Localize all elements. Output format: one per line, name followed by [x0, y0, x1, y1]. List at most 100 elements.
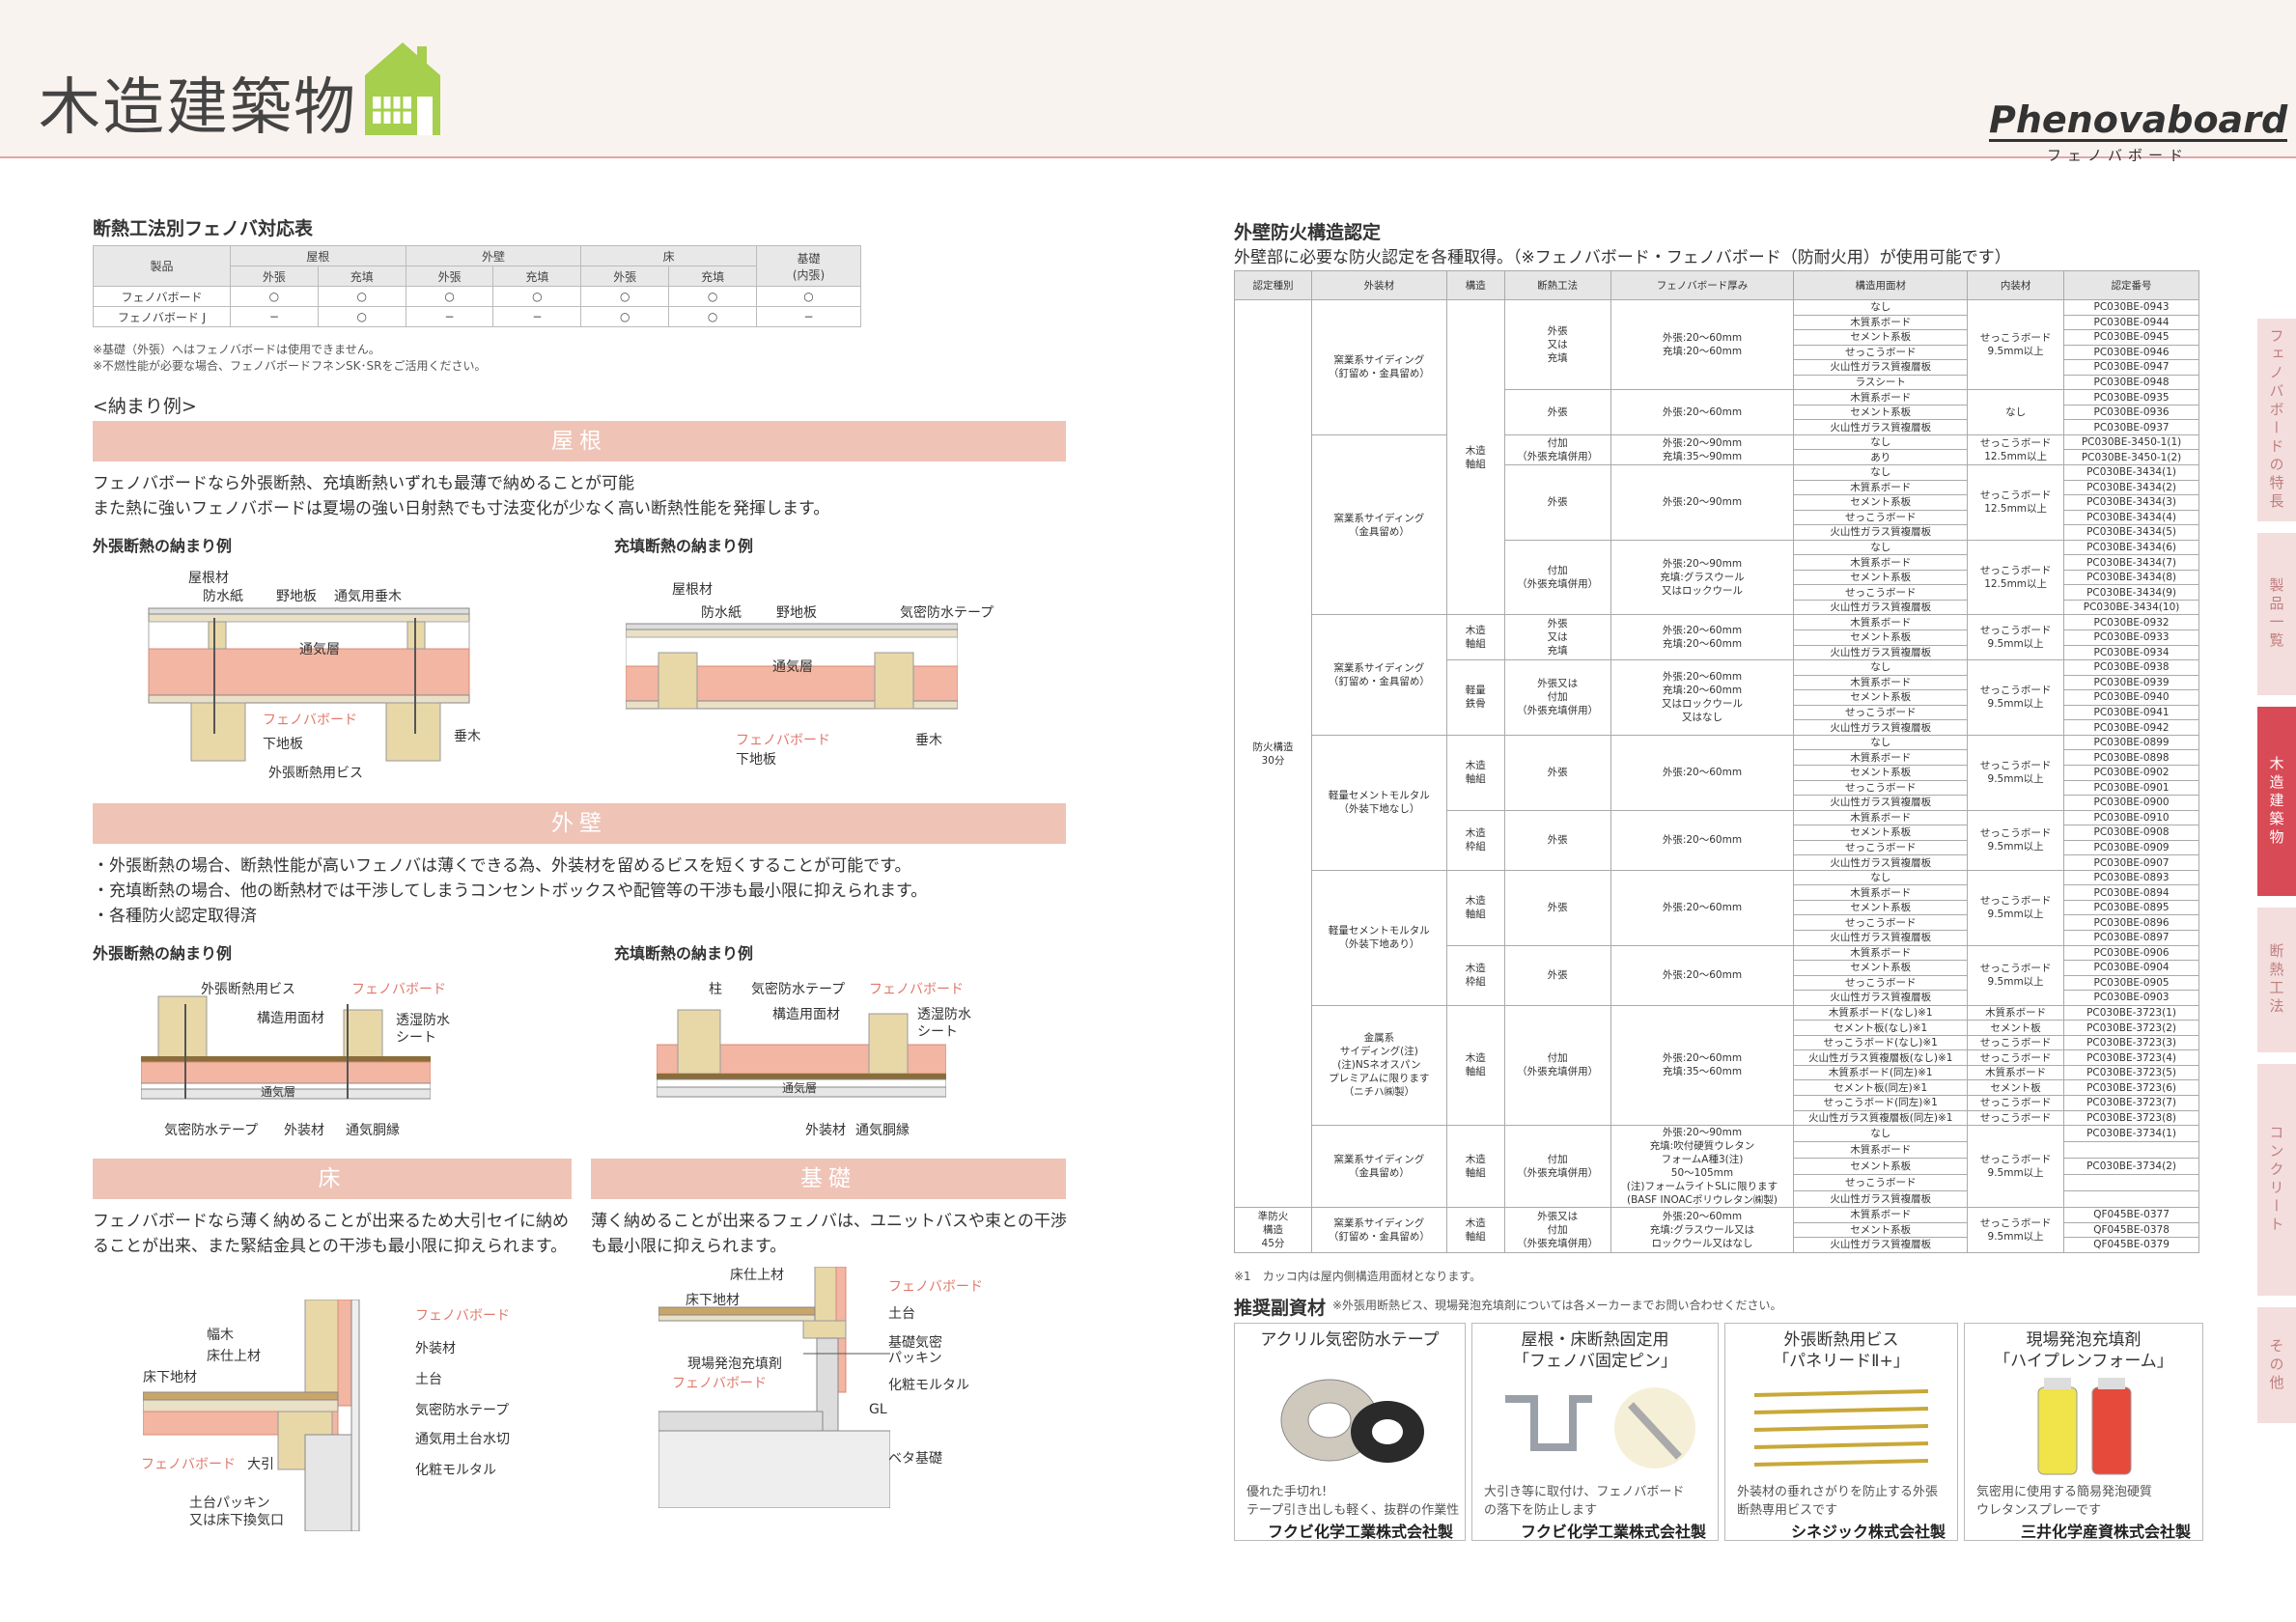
fire-merged-cell: 窯業系サイディング （金具留め） [1310, 433, 1447, 616]
fire-row: 木質系ボード [1235, 1141, 2199, 1160]
facing-cell: なし [1793, 433, 1969, 451]
cert-number-cell: PC030BE-3723(6) [2063, 1079, 2199, 1096]
cert-number-cell: PC030BE-0898 [2063, 749, 2199, 766]
fire-merged-cell: 外張 又は 充填 [1503, 614, 1611, 661]
brand-logo: Phenovaboard [1989, 98, 2288, 142]
product-card-pin[interactable]: 屋根・床断熱固定用 「フェノバ固定ピン」 大引き等に取付け、フェノバボードの落下… [1471, 1323, 1719, 1541]
facing-cell: セメント系板 [1793, 689, 1969, 706]
product-desc: 気密用に使用する簡易発泡硬質ウレタンスプレーです [1976, 1483, 2152, 1520]
fire-merged-cell: 木質系ボード [1967, 1004, 2065, 1021]
product-card-foam[interactable]: 現場発泡充填剤 「ハイプレンフォーム」 気密用に使用する簡易発泡硬質ウレタンスプ… [1964, 1323, 2203, 1541]
fire-th: 構造 [1445, 270, 1505, 300]
fire-merged-cell: 木造 軸組 [1445, 614, 1505, 661]
foundation-label: パッキン [888, 1351, 942, 1366]
table1-note-1: ※基礎（外張）へはフェノバボードは使用できません。 [93, 343, 380, 356]
facing-cell: セメント系板 [1793, 329, 1969, 346]
facing-cell: 火山性ガラス質複層板 [1793, 929, 1969, 946]
side-tab-method[interactable]: 断熱工法 [2257, 908, 2296, 1052]
cert-number-cell: PC030BE-0948 [2063, 374, 2199, 391]
side-tab-products[interactable]: 製品一覧 [2257, 533, 2296, 695]
tape-icon [1280, 1379, 1424, 1463]
fire-merged-cell: 木造 軸組 [1445, 869, 1505, 946]
side-tab-other[interactable]: その他 [2257, 1307, 2296, 1423]
cert-number-cell: PC030BE-3434(7) [2063, 554, 2199, 571]
wall-bullet-2: ・充填断熱の場合、他の断熱材では干渉してしまうコンセントボックスや配管等の干渉も… [93, 881, 928, 901]
house-icon [365, 42, 440, 135]
cell: ○ [317, 306, 406, 327]
fire-footnote: ※1 カッコ内は屋内側構造用面材となります。 [1234, 1270, 1482, 1283]
facing-cell: 木質系ボード [1793, 884, 1969, 901]
fire-merged-cell: 外張:20〜60mm [1610, 944, 1795, 1006]
cert-number-cell: PC030BE-0939 [2063, 674, 2199, 691]
fire-row: 付加 （外張充填併用）外張:20〜90mm 充填:グラスウール 又はロックウール… [1235, 539, 2199, 616]
facing-cell: 火山性ガラス質複層板(なし)※1 [1793, 1049, 1969, 1066]
roof-exterior-diagram [148, 607, 470, 762]
product-subtitle: 「フェノバ固定ピン」 [1513, 1352, 1677, 1371]
roof-label: 垂木 [454, 729, 481, 744]
foundation-diagram [658, 1267, 890, 1508]
wall-right-title: 充填断熱の納まり例 [614, 944, 754, 963]
facing-cell: セメント系板 [1793, 1158, 1969, 1176]
cert-number-cell: PC030BE-0936 [2063, 404, 2199, 421]
screw-icon [1753, 1389, 1929, 1467]
wall-label: 通気層 [782, 1081, 818, 1095]
wall-bullet-1: ・外張断熱の場合、断熱性能が高いフェノバは薄くできる為、外装材を留めるビスを短く… [93, 856, 911, 876]
cert-number-cell: QF045BE-0378 [2063, 1221, 2199, 1239]
side-tab-concrete[interactable]: コンクリート [2257, 1064, 2296, 1296]
desc-line: 大引き等に取付け、フェノバボード [1484, 1485, 1685, 1499]
wall-label: 柱 [709, 982, 722, 997]
fire-merged-cell: 軽量セメントモルタル （外装下地なし） [1310, 734, 1447, 871]
desc-line: 優れた手切れ! [1246, 1485, 1328, 1499]
cert-number-cell: PC030BE-0938 [2063, 659, 2199, 676]
fire-row: 窯業系サイディング （金具留め）木造 軸組付加 （外張充填併用）外張:20〜90… [1235, 1125, 2199, 1209]
fire-merged-cell: 金属系 サイディング(注) (注)NSネオスパン プレミアムに限ります （ニチハ… [1310, 1004, 1447, 1127]
wall-label: フェノバボード [351, 982, 446, 997]
facing-cell: 火山性ガラス質複層板 [1793, 359, 1969, 376]
fire-merged-cell: せっこうボード [1967, 1109, 2065, 1127]
roof-label: フェノバボード [263, 713, 357, 728]
facing-cell: 木質系ボード [1793, 314, 1969, 331]
cert-number-cell: PC030BE-0937 [2063, 419, 2199, 435]
cert-number-cell: PC030BE-0903 [2063, 990, 2199, 1006]
cell: − [405, 306, 494, 327]
compat-table: 製品 屋根 外壁 床 基礎 (内張) 外張 充填 外張 充填 外張 充填 フェノ… [93, 245, 861, 327]
cert-number-cell: PC030BE-0893 [2063, 869, 2199, 886]
side-tab-wood[interactable]: 木造建築物 [2257, 707, 2296, 896]
cert-number-cell: PC030BE-0907 [2063, 854, 2199, 871]
fire-row: 軽量 鉄骨外張又は 付加 （外張充填併用）外張:20〜60mm 充填:20〜60… [1235, 659, 2199, 736]
roof-left-title: 外張断熱の納まり例 [93, 537, 233, 555]
cert-number-cell: PC030BE-0899 [2063, 734, 2199, 751]
facing-cell: セメント系板 [1793, 569, 1969, 586]
brand-kana: フェノバボード [2047, 147, 2190, 164]
roof-label: 防水紙 [203, 589, 243, 604]
cert-number-cell [2063, 1190, 2199, 1209]
side-tab-features[interactable]: フェノバボードの特長 [2257, 319, 2296, 521]
wall-label: シート [917, 1024, 958, 1040]
cert-number-cell: PC030BE-0902 [2063, 764, 2199, 781]
foundation-label: 化粧モルタル [888, 1378, 969, 1393]
floor-band: 床 [93, 1159, 572, 1199]
product-card-tape[interactable]: アクリル気密防水テープ 優れた手切れ!テープ引き出しも軽く、抜群の作業性 フクビ… [1234, 1323, 1466, 1541]
cert-number-cell: PC030BE-3723(2) [2063, 1020, 2199, 1036]
cell: ○ [317, 286, 406, 307]
fire-merged-cell: 外張:20〜90mm 充填:グラスウール 又はロックウール [1610, 539, 1795, 616]
facing-cell: 火山性ガラス質複層板 [1793, 795, 1969, 811]
fire-merged-cell: 外張:20〜60mm [1610, 809, 1795, 871]
cert-number-cell: PC030BE-0895 [2063, 899, 2199, 916]
fire-row: 火山性ガラス質複層板 [1235, 1190, 2199, 1209]
wall-label: 透湿防水 [396, 1013, 450, 1028]
cert-number-cell: PC030BE-3723(3) [2063, 1034, 2199, 1051]
product-card-screw[interactable]: 外張断熱用ビス 「パネリードⅡ+」 外装材の垂れさがりを防止する外張断熱専用ビス… [1724, 1323, 1958, 1541]
cert-number-cell: PC030BE-0904 [2063, 960, 2199, 976]
wall-label: 通気胴縁 [346, 1123, 400, 1138]
facing-cell: なし [1793, 659, 1969, 676]
